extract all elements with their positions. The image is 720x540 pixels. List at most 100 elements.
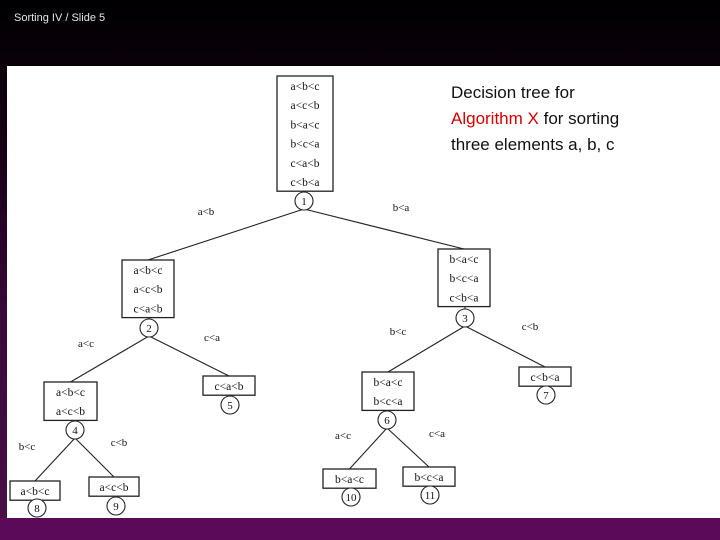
permutation-label: c<a<b [134,303,163,315]
permutation-label: c<b<a [531,372,560,384]
edge-line [147,208,305,261]
node-number-circle [377,410,397,430]
tree-edge: b<c [387,325,466,373]
tree-node-9: a<c<b 9 [88,476,140,516]
tree-node-1: a<b<c a<c<b b<a<c b<c<a c<a<b c<b<a 1 [276,75,334,211]
edge-label: b<c [390,326,407,338]
permutation-label: c<a<b [291,158,320,170]
node-box [276,75,334,192]
edge-label: b<a [393,202,410,214]
tree-edge: a<c [70,335,150,383]
node-number-circle [27,498,47,518]
permutation-label: c<b<a [450,292,479,304]
permutation-label: a<b<c [21,486,50,498]
tree-edge: c<a [148,332,230,377]
node-number-circle [106,496,126,516]
edge-label: a<b [198,206,215,218]
node-number: 3 [462,313,468,325]
permutation-label: a<b<c [291,81,320,93]
edge-label: b<c [19,441,36,453]
permutation-label: b<a<c [450,254,479,266]
node-number: 10 [346,492,358,504]
permutation-label: b<a<c [374,377,403,389]
edge-label: c<a [204,332,220,344]
edge-line [74,437,115,478]
tree-edge: a<c [335,427,388,470]
node-number: 6 [384,415,390,427]
node-box [88,476,140,497]
edge-label: a<c [78,338,94,350]
tree-node-10: b<a<c 10 [322,468,377,507]
permutation-label: b<a<c [291,119,320,131]
edge-line [349,427,388,470]
node-box [202,375,256,396]
tree-edge: b<a [303,202,465,250]
caption-highlight: Algorithm X [451,109,539,128]
permutation-label: a<c<b [291,100,320,112]
tree-edge: b<c [19,437,76,482]
tree-node-5: c<a<b 5 [202,375,256,415]
tree-node-7: c<b<a 7 [518,366,572,405]
edge-line [386,427,430,468]
tree-edge: a<b [147,206,305,261]
tree-node-3: b<a<c b<c<a c<b<a 3 [437,248,491,328]
edge-line [148,335,230,377]
permutation-label: b<c<a [374,396,403,408]
node-box [121,259,175,319]
permutation-label: a<c<b [56,406,85,418]
permutation-label: a<b<c [134,265,163,277]
tree-node-6: b<a<c b<c<a 6 [361,371,415,430]
node-number-circle [65,420,85,440]
caption-line-1: Decision tree for [451,83,575,102]
bottom-bar [0,518,720,540]
permutation-label: b<c<a [415,472,444,484]
node-number-circle [455,308,475,328]
caption-line-2: Algorithm X for sorting [451,106,711,132]
permutation-label: a<c<b [100,482,129,494]
edge-label: c<b [522,321,539,333]
tree-node-11: b<c<a 11 [402,466,456,505]
node-number: 11 [425,490,436,502]
caption-line-3: three elements a, b, c [451,135,615,154]
node-number-circle [420,485,440,505]
permutation-label: c<a<b [215,381,244,393]
edge-label: c<a [429,428,445,440]
tree-node-4: a<b<c a<c<b 4 [43,381,98,440]
permutation-label: a<b<c [56,387,85,399]
edge-line [464,325,546,368]
node-number: 8 [34,503,40,515]
tree-node-2: a<b<c a<c<b c<a<b 2 [121,259,175,338]
edge-label: a<c [335,430,351,442]
tree-node-8: a<b<c 8 [9,480,61,518]
node-number-circle [341,487,361,507]
permutation-label: a<c<b [134,284,163,296]
node-number: 4 [72,425,78,437]
permutation-label: c<b<a [291,177,320,189]
caption-line-2-rest: for sorting [538,109,620,128]
node-number-circle [139,318,159,338]
node-number-circle [294,191,314,211]
node-number-circle [536,385,556,405]
edge-label: c<b [111,437,128,449]
edge-line [70,335,150,383]
node-number: 5 [227,400,233,412]
slide-header: Sorting IV / Slide 5 [14,12,106,24]
tree-edge: c<a [386,427,445,468]
tree-edge: c<b [74,437,128,478]
permutation-label: b<c<a [291,139,320,151]
edge-line [387,325,466,373]
node-number: 2 [146,323,152,335]
permutation-label: b<a<c [335,474,364,486]
node-box [361,371,415,412]
edge-line [303,208,465,250]
node-number: 9 [113,501,119,513]
permutation-label: b<c<a [450,273,479,285]
caption: Decision tree for Algorithm X for sortin… [451,80,711,158]
node-box [43,381,98,422]
node-box [437,248,491,308]
edge-line [34,437,76,482]
node-number: 7 [543,390,549,402]
tree-edge: c<b [464,321,546,368]
node-number: 1 [301,196,307,208]
